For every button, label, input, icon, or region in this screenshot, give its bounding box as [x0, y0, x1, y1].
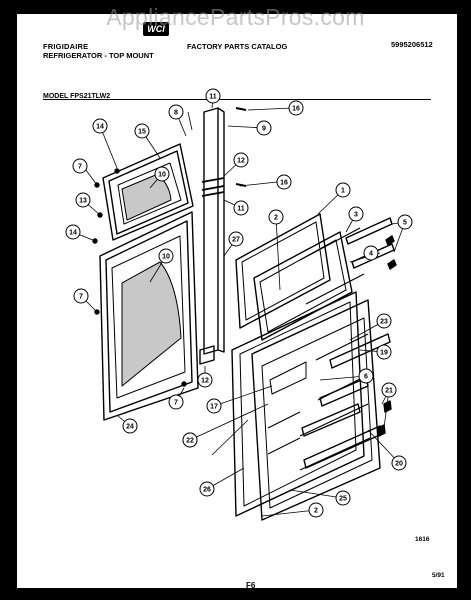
callout-23: 23: [376, 313, 392, 329]
callout-17: 17: [206, 398, 222, 414]
callout-number: 24: [126, 424, 134, 431]
callout-3: 3: [348, 206, 364, 222]
callout-15: 15: [134, 123, 150, 139]
callout-number: 20: [395, 461, 403, 468]
callout-19: 19: [376, 344, 392, 360]
callout-number: 10: [162, 254, 170, 261]
watermark: AppliancePartsPros.com: [106, 4, 365, 30]
callout-14: 14: [65, 224, 81, 240]
callout-number: 11: [209, 94, 217, 101]
callout-6: 6: [358, 368, 374, 384]
callout-10: 10: [158, 248, 174, 264]
callout-1: 1: [335, 182, 351, 198]
callout-number: 14: [69, 230, 77, 237]
brand-name: FRIGIDAIRE: [43, 42, 89, 51]
fresh-food-liner-assembly: [231, 291, 381, 521]
page-code: F6: [246, 581, 256, 588]
callout-number: 16: [280, 180, 288, 187]
callout-number: 5: [403, 220, 407, 227]
callout-13: 13: [75, 192, 91, 208]
callout-number: 17: [210, 404, 218, 411]
callout-number: 10: [158, 172, 166, 179]
callout-number: 7: [79, 294, 83, 301]
callout-11: 11: [205, 88, 221, 104]
callout-4: 4: [363, 245, 379, 261]
callout-number: 26: [203, 487, 211, 494]
callout-7: 7: [72, 158, 88, 174]
callout-8: 8: [168, 104, 184, 120]
callout-number: 6: [364, 374, 368, 381]
callout-16: 16: [288, 100, 304, 116]
callout-number: 11: [237, 206, 245, 213]
callout-12: 12: [233, 152, 249, 168]
fresh-food-inner-panel: [121, 261, 182, 387]
callout-number: 9: [262, 126, 266, 133]
header-divider: [43, 99, 431, 100]
model-number: MODEL FPS21TLW2: [43, 93, 111, 100]
callout-number: 8: [174, 110, 178, 117]
catalog-title: FACTORY PARTS CATALOG: [187, 42, 288, 51]
callout-11: 11: [233, 200, 249, 216]
callout-26: 26: [199, 481, 215, 497]
callout-number: 14: [96, 124, 104, 131]
callout-number: 12: [201, 378, 209, 385]
callout-number: 23: [380, 319, 388, 326]
product-type: REFRIGERATOR - TOP MOUNT: [43, 51, 154, 60]
callout-number: 2: [314, 508, 318, 515]
reference-code: 1616: [415, 536, 430, 543]
callout-14: 14: [92, 118, 108, 134]
date-code: 5/91: [432, 572, 445, 579]
callout-21: 21: [381, 382, 397, 398]
mullion-strip: [199, 107, 225, 365]
callout-24: 24: [122, 418, 138, 434]
callout-25: 25: [335, 490, 351, 506]
callout-number: 22: [186, 438, 194, 445]
freezer-gasket-assembly: [235, 213, 365, 341]
callout-12: 12: [197, 372, 213, 388]
freezer-door: [102, 143, 194, 241]
hardware-parts: [92, 107, 397, 437]
callout-number: 15: [138, 129, 146, 136]
callout-22: 22: [182, 432, 198, 448]
callout-number: 3: [354, 212, 358, 219]
callout-number: 27: [232, 237, 240, 244]
callout-labels: 1223456777891010111112121314141516161718…: [65, 88, 413, 518]
callout-9: 9: [256, 120, 272, 136]
callout-20: 20: [391, 455, 407, 471]
callout-number: 1: [341, 188, 345, 195]
callout-7: 7: [73, 288, 89, 304]
callout-2: 2: [268, 209, 284, 225]
callout-number: 7: [78, 164, 82, 171]
callout-27: 27: [228, 231, 244, 247]
callout-number: 13: [79, 198, 87, 205]
parts-diagram-sheet: FRIGIDAIRE REFRIGERATOR - TOP MOUNT FACT…: [17, 14, 457, 588]
callout-5: 5: [397, 214, 413, 230]
callout-number: 16: [292, 106, 300, 113]
fresh-food-door: [99, 211, 199, 421]
callout-number: 7: [174, 400, 178, 407]
callout-number: 4: [369, 251, 373, 258]
callout-7: 7: [168, 394, 184, 410]
callout-number: 25: [339, 496, 347, 503]
callout-number: 19: [380, 350, 388, 357]
callout-number: 21: [385, 388, 393, 395]
wci-logo: WCI: [143, 22, 169, 36]
callout-number: 2: [274, 215, 278, 222]
callout-2: 2: [308, 502, 324, 518]
callout-16: 16: [276, 174, 292, 190]
catalog-number: 5995206512: [391, 40, 433, 49]
callout-number: 12: [237, 158, 245, 165]
callout-10: 10: [154, 166, 170, 182]
